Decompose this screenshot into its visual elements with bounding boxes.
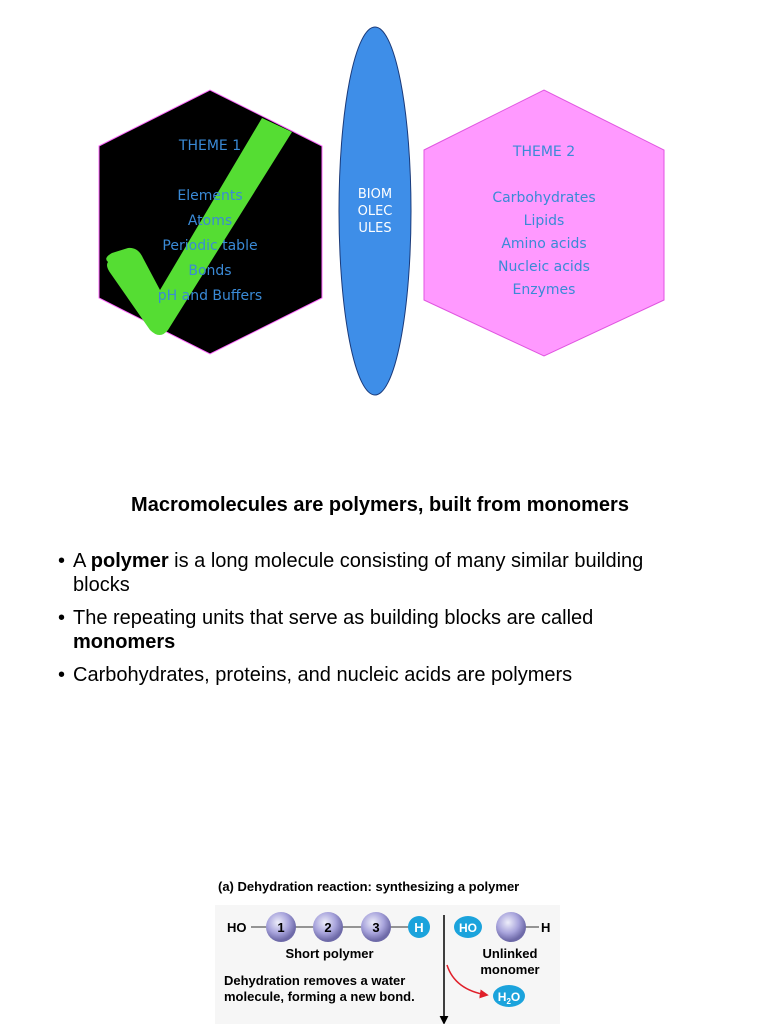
ho-right-label: HO	[459, 921, 477, 935]
slide-title: Macromolecules are polymers, built from …	[131, 494, 629, 516]
water-release-arrow	[446, 964, 489, 999]
bullet-text: The repeating units that serve as buildi…	[73, 607, 594, 629]
dehydration-note: Dehydration removes a water molecule, fo…	[224, 973, 415, 1004]
theme1-heading: THEME 1	[178, 138, 242, 154]
bullet-item: • A polymer is a long molecule consistin…	[58, 549, 698, 597]
monomer-number: 3	[372, 920, 379, 935]
dehydration-figure: HO 1 2 3 H HO H H2O	[215, 905, 560, 1024]
theme2-item: Nucleic acids	[498, 259, 590, 275]
ho-left-label: HO	[227, 920, 247, 935]
theme2-item: Enzymes	[512, 282, 576, 298]
monomer-number: 1	[277, 920, 284, 935]
biomolecules-lens	[338, 26, 412, 396]
monomer-3	[361, 912, 391, 942]
unlinked-monomer-label: Unlinked monomer	[480, 946, 540, 977]
bullet-bold-term: polymer	[90, 550, 169, 572]
bullet-text: A	[73, 550, 91, 572]
themes-diagram	[98, 26, 665, 396]
center-label: BIOM OLEC ULES	[345, 186, 405, 237]
theme2-item: Amino acids	[501, 236, 587, 252]
figure-title: (a) Dehydration reaction: synthesizing a…	[218, 879, 520, 894]
bullet-text: is a long molecule consisting of many si…	[73, 550, 644, 596]
short-polymer-label: Short polymer	[285, 946, 374, 961]
theme1-item: Bonds	[188, 263, 232, 279]
theme2-item: Carbohydrates	[492, 190, 596, 206]
bullet-bold-term: monomers	[73, 631, 176, 653]
theme2-text: THEME 2 Carbohydrates Lipids Amino acids…	[464, 141, 624, 302]
unlinked-monomer	[496, 912, 526, 942]
hydrogen-atom	[408, 916, 430, 938]
monomer-number: 2	[324, 920, 331, 935]
monomer-1	[266, 912, 296, 942]
water-molecule	[493, 985, 525, 1007]
bullet-dot-icon: •	[58, 607, 66, 629]
check-mark-icon	[106, 118, 292, 335]
bullet-item: • The repeating units that serve as buil…	[58, 606, 698, 654]
theme2-item: Lipids	[523, 213, 565, 229]
monomer-2	[313, 912, 343, 942]
center-line: OLEC	[357, 204, 393, 219]
water-label: H2O	[498, 990, 520, 1006]
hydroxyl-group	[454, 916, 482, 938]
bullet-list: • A polymer is a long molecule consistin…	[58, 549, 698, 696]
theme1-item: Periodic table	[162, 238, 258, 254]
theme1-item: pH and Buffers	[157, 288, 263, 304]
theme1-text: THEME 1 Elements Atoms Periodic table Bo…	[130, 134, 290, 309]
h-right-label: H	[541, 920, 550, 935]
bullet-dot-icon: •	[58, 550, 66, 572]
center-line: BIOM	[357, 187, 393, 202]
h-label: H	[414, 920, 423, 935]
theme2-hexagon	[423, 89, 665, 357]
theme1-item: Elements	[177, 188, 243, 204]
theme2-heading: THEME 2	[512, 144, 576, 160]
bullet-item: • Carbohydrates, proteins, and nucleic a…	[58, 663, 698, 687]
center-line: ULES	[358, 221, 392, 236]
theme1-item: Atoms	[187, 213, 233, 229]
bullet-text: Carbohydrates, proteins, and nucleic aci…	[73, 664, 573, 686]
bullet-dot-icon: •	[58, 664, 66, 686]
